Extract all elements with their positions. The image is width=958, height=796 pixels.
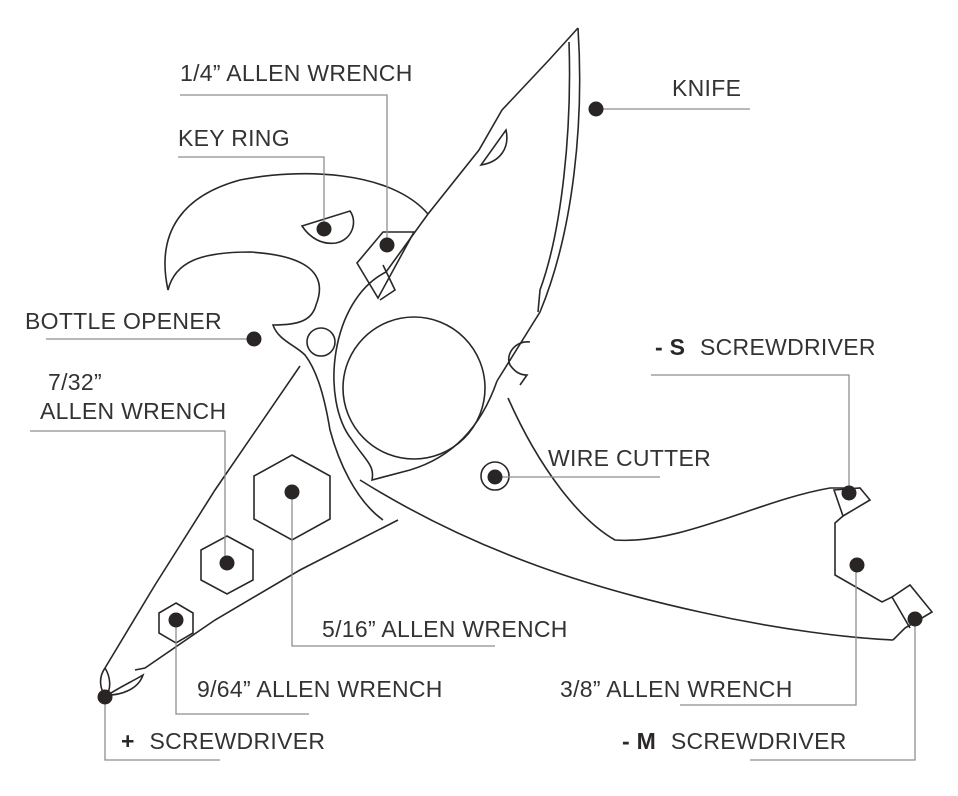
label-allen-1-4: 1/4” ALLEN WRENCH bbox=[180, 60, 413, 86]
dot-allen-7-32[interactable] bbox=[219, 555, 235, 571]
dot-knife[interactable] bbox=[588, 101, 604, 117]
label-allen-7-32-line2: ALLEN WRENCH bbox=[40, 398, 226, 424]
dot-bottle-opener[interactable] bbox=[246, 331, 262, 347]
label-plus-screwdriver-prefix: + bbox=[121, 728, 135, 754]
callout-dots bbox=[97, 101, 923, 705]
leader-s-screwdriver bbox=[651, 374, 850, 493]
dot-allen-5-16[interactable] bbox=[284, 484, 300, 500]
dot-key-ring[interactable] bbox=[316, 221, 332, 237]
dot-m-screwdriver[interactable] bbox=[907, 611, 923, 627]
dot-plus-screwdriver[interactable] bbox=[97, 689, 113, 705]
label-s-screwdriver-text: SCREWDRIVER bbox=[700, 334, 876, 360]
leader-allen-9-64 bbox=[175, 620, 309, 715]
center-ring-inner bbox=[342, 316, 486, 460]
label-allen-5-16: 5/16” ALLEN WRENCH bbox=[322, 616, 568, 642]
dot-allen-1-4[interactable] bbox=[379, 237, 395, 253]
label-m-screwdriver: - M SCREWDRIVER bbox=[622, 728, 847, 754]
dot-wire-cutter[interactable] bbox=[487, 469, 503, 485]
label-bottle-opener: BOTTLE OPENER bbox=[25, 308, 222, 334]
right-arm-lower bbox=[359, 479, 894, 641]
label-wire-cutter: WIRE CUTTER bbox=[548, 445, 711, 471]
label-key-ring: KEY RING bbox=[178, 125, 290, 151]
label-s-screwdriver: - S SCREWDRIVER bbox=[655, 334, 876, 360]
right-arm-upper bbox=[507, 397, 848, 542]
label-allen-7-32-line1: 7/32” bbox=[48, 369, 102, 395]
label-knife: KNIFE bbox=[672, 75, 741, 101]
callout-labels: 1/4” ALLEN WRENCH KEY RING KNIFE BOTTLE … bbox=[25, 60, 876, 754]
leader-key-ring bbox=[178, 156, 325, 229]
label-plus-screwdriver: + SCREWDRIVER bbox=[121, 728, 325, 754]
knife-thumb-hole bbox=[479, 128, 508, 167]
leader-lines bbox=[30, 94, 916, 761]
label-plus-screwdriver-text: SCREWDRIVER bbox=[149, 728, 325, 754]
leader-m-screwdriver bbox=[750, 619, 916, 761]
small-hole bbox=[306, 327, 336, 357]
left-arm-edge bbox=[104, 365, 301, 669]
label-allen-3-8: 3/8” ALLEN WRENCH bbox=[560, 676, 793, 702]
leader-allen-5-16 bbox=[291, 492, 495, 647]
leader-plus-screwdriver bbox=[104, 697, 220, 761]
label-m-screwdriver-text: SCREWDRIVER bbox=[671, 728, 847, 754]
dot-allen-9-64[interactable] bbox=[168, 612, 184, 628]
knife-edge-bevel bbox=[537, 41, 571, 313]
label-m-screwdriver-prefix: - M bbox=[622, 728, 656, 754]
key-ring-slot bbox=[300, 210, 355, 245]
label-allen-9-64: 9/64” ALLEN WRENCH bbox=[197, 676, 443, 702]
hook-notch bbox=[508, 341, 531, 386]
head-lower bbox=[379, 264, 397, 301]
left-arm-inner bbox=[134, 519, 399, 671]
head-outline bbox=[164, 172, 429, 521]
dot-allen-3-8[interactable] bbox=[849, 557, 865, 573]
label-s-screwdriver-prefix: - S bbox=[655, 334, 685, 360]
knife-blade bbox=[385, 27, 581, 382]
tool-outline bbox=[99, 27, 934, 698]
dot-s-screwdriver[interactable] bbox=[841, 485, 857, 501]
allen-1-4-socket bbox=[356, 231, 416, 300]
leader-allen-1-4 bbox=[180, 94, 388, 245]
wire-cutter-ring bbox=[480, 461, 510, 491]
center-ring-outer bbox=[333, 271, 498, 482]
hex-7-32 bbox=[200, 535, 254, 595]
leader-allen-3-8 bbox=[680, 565, 857, 706]
m-screwdriver-head bbox=[891, 596, 911, 629]
leader-allen-7-32 bbox=[30, 430, 226, 563]
